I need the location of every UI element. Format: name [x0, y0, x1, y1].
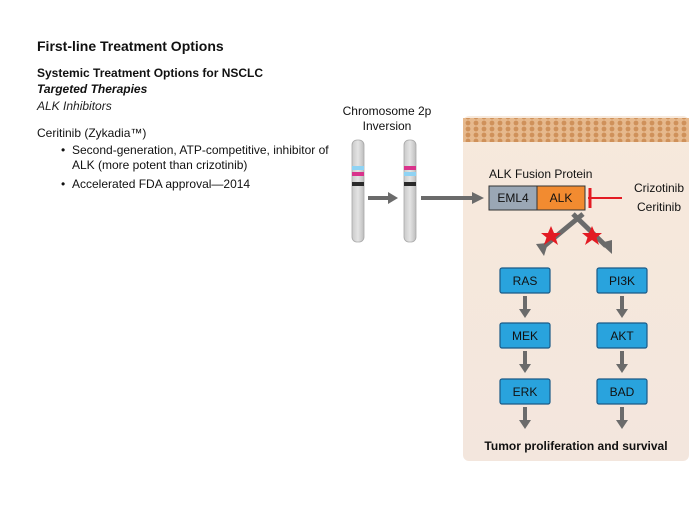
arrow-to-fusion — [421, 192, 484, 204]
ras-box — [499, 267, 551, 294]
pi3k-box — [596, 267, 648, 294]
pi3k-label: PI3K — [609, 274, 635, 288]
akt-label: AKT — [610, 329, 634, 343]
eml4-label: EML4 — [497, 191, 529, 205]
chromosome-label: Chromosome 2p Inversion — [322, 104, 452, 134]
fusion-protein-label: ALK Fusion Protein — [489, 167, 592, 181]
down-arrows — [519, 296, 628, 429]
subheading: Targeted Therapies — [37, 82, 148, 96]
bad-label: BAD — [610, 385, 635, 399]
inhibitor-ceritinib: Ceritinib — [637, 200, 681, 214]
akt-box — [596, 322, 648, 349]
bullet-list: Second-generation, ATP-competitive, inhi… — [58, 143, 348, 196]
inhibitor-crizotinib: Crizotinib — [634, 181, 684, 195]
bullet-item: Second-generation, ATP-competitive, inhi… — [58, 143, 348, 173]
inhibition-symbol — [588, 188, 622, 208]
slide-title: First-line Treatment Options — [37, 38, 224, 54]
chromosome-label-line1: Chromosome 2p — [342, 104, 432, 118]
erk-label: ERK — [513, 385, 538, 399]
ras-label: RAS — [513, 274, 538, 288]
cell-membrane — [463, 118, 689, 142]
outcome-label: Tumor proliferation and survival — [484, 439, 667, 453]
arrow-inversion — [368, 192, 398, 204]
block-star-right — [582, 226, 602, 245]
chromosome-inverted — [403, 139, 417, 243]
alk-label: ALK — [550, 191, 573, 205]
alk-box — [536, 185, 586, 211]
bad-box — [596, 378, 648, 405]
left-pathway: RAS MEK ERK — [499, 267, 551, 405]
bullet-item: Accelerated FDA approval—2014 — [58, 177, 348, 192]
erk-box — [499, 378, 551, 405]
chromosome-label-line2: Inversion — [362, 119, 412, 133]
section-heading: Systemic Treatment Options for NSCLC — [37, 66, 264, 80]
right-pathway: PI3K AKT BAD — [596, 267, 648, 405]
mek-box — [499, 322, 551, 349]
chromosome-normal — [351, 139, 365, 243]
block-star-left — [541, 226, 561, 245]
drug-name: Ceritinib (Zykadia™) — [37, 126, 147, 140]
drug-class: ALK Inhibitors — [37, 99, 112, 113]
mek-label: MEK — [512, 329, 538, 343]
arrow-split — [540, 212, 608, 250]
